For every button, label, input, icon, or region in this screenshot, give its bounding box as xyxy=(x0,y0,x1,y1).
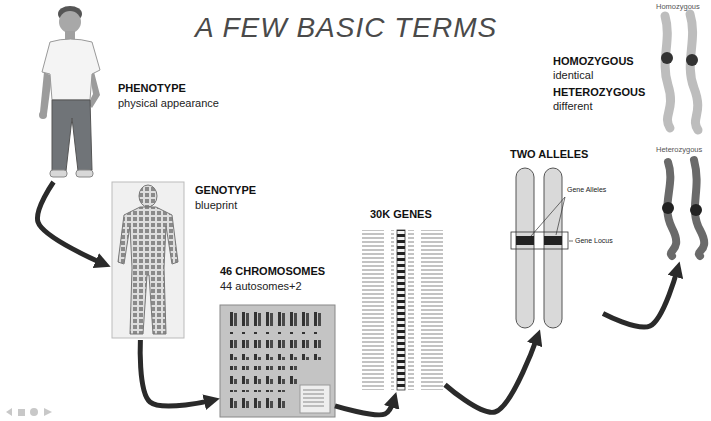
gene-list xyxy=(360,228,445,393)
term-text: physical appearance xyxy=(118,97,219,110)
term-group: 46 CHROMOSOMES44 autosomes+2 xyxy=(220,305,335,417)
term-heading: 46 CHROMOSOMES xyxy=(220,265,325,278)
term-heading: PHENOTYPE xyxy=(118,82,186,95)
karyotype-image xyxy=(220,305,335,417)
term-text: Heterozygous xyxy=(656,146,702,155)
term-heading: GENOTYPE xyxy=(195,184,256,197)
slide-title: A FEW BASIC TERMS xyxy=(195,12,497,44)
annotation-label: HETEROZYGOUS xyxy=(553,86,645,99)
curved-arrow xyxy=(445,337,537,412)
annotation-label: HOMOZYGOUS xyxy=(553,55,634,68)
curved-arrow xyxy=(335,400,394,415)
annotation-label: Gene Alleles xyxy=(567,186,606,194)
toolbar-icons xyxy=(6,408,52,416)
term-group: PHENOTYPEphysical appearance xyxy=(22,2,112,182)
curved-arrow xyxy=(140,340,212,406)
term-text: blueprint xyxy=(195,199,237,212)
term-group: 30K GENES xyxy=(360,228,445,393)
man-figure xyxy=(39,6,100,177)
curved-arrow xyxy=(37,182,103,264)
term-text: 44 autosomes+2 xyxy=(220,280,302,293)
chromosome-pair xyxy=(511,168,573,328)
curved-arrow xyxy=(603,269,678,327)
annotation-label: different xyxy=(553,100,593,113)
term-heading: 30K GENES xyxy=(370,208,432,221)
annotation-label: Gene Locus xyxy=(575,237,613,245)
term-group: GENOTYPEblueprint xyxy=(110,180,186,340)
term-heading: Homozygous xyxy=(656,3,700,12)
term-group: HomozygousHeterozygous xyxy=(653,0,709,262)
body-chart xyxy=(112,182,184,338)
annotation-label: identical xyxy=(553,69,593,82)
zygosity-pictures xyxy=(661,14,704,256)
term-heading: TWO ALLELES xyxy=(510,148,588,161)
